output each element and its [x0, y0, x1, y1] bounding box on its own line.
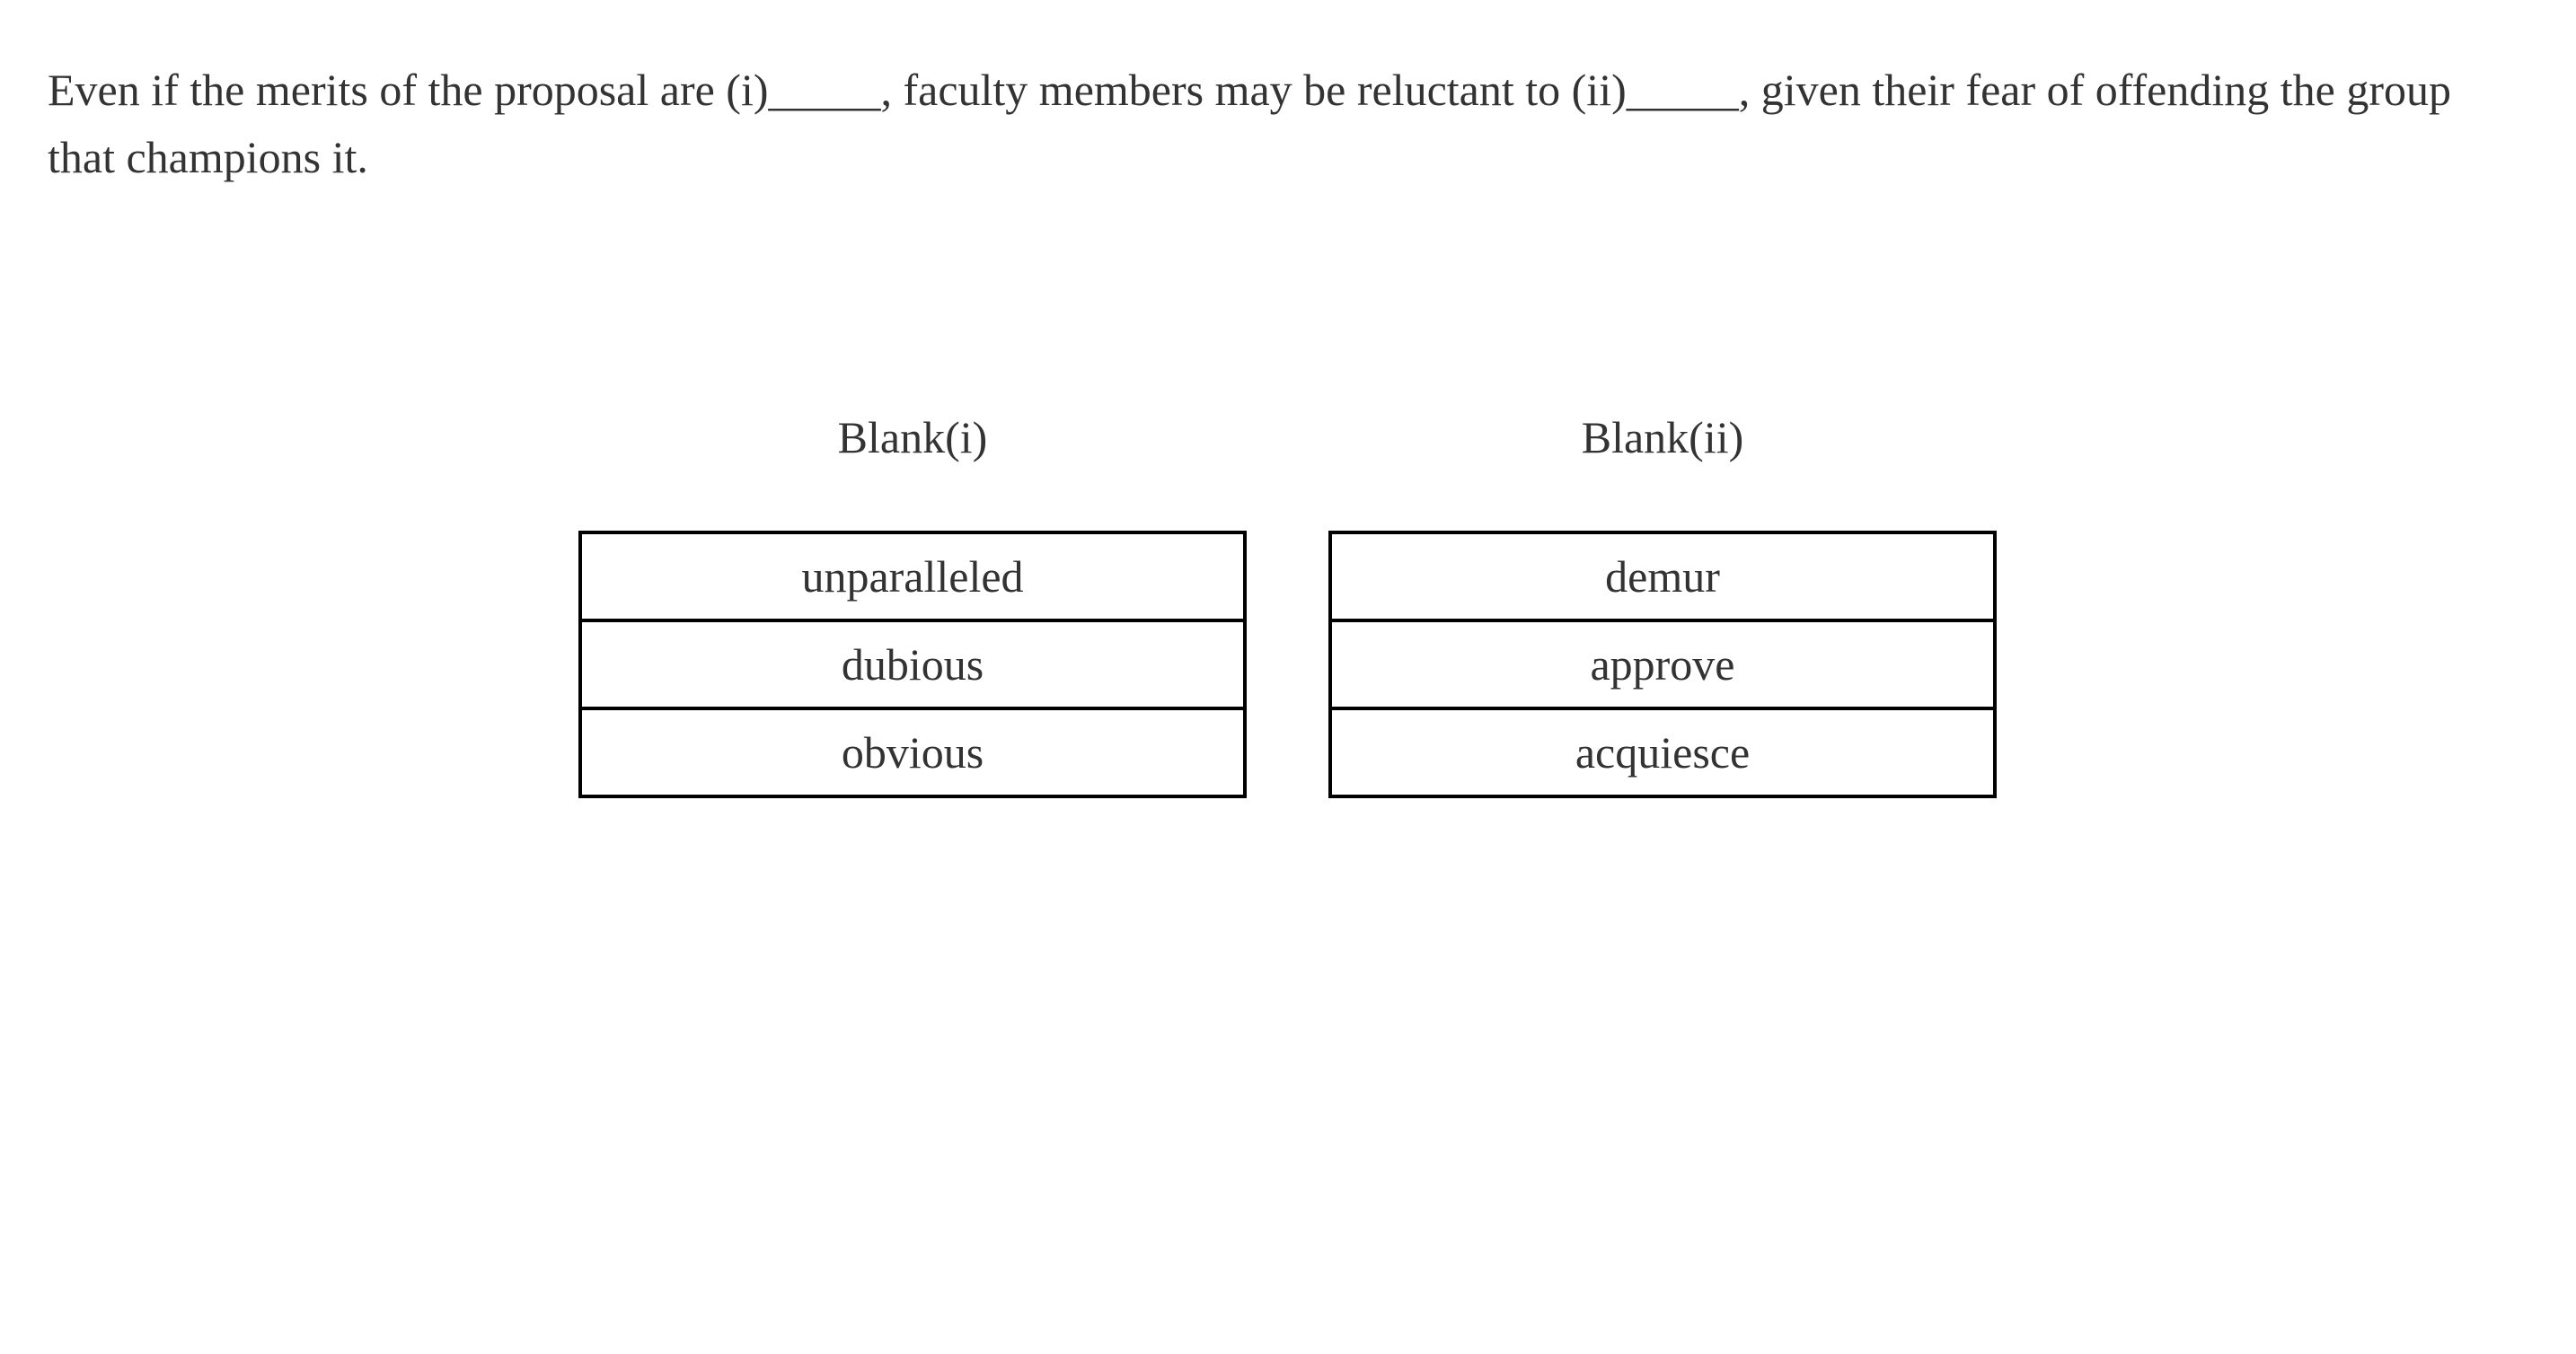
blank-ii-option-2[interactable]: approve: [1332, 622, 1993, 710]
blank-ii-option-3[interactable]: acquiesce: [1332, 710, 1993, 795]
blank-i-option-2[interactable]: dubious: [582, 622, 1243, 710]
blank-i-option-3[interactable]: obvious: [582, 710, 1243, 795]
blank-i-option-1[interactable]: unparalleled: [582, 534, 1243, 622]
blank-ii-options-table: demur approve acquiesce: [1328, 531, 1997, 798]
blank-i-options-table: unparalleled dubious obvious: [578, 531, 1247, 798]
blank-ii-label: Blank(ii): [1581, 412, 1744, 462]
blank-ii-column: Blank(ii) demur approve acquiesce: [1328, 410, 1997, 798]
blank-i-column: Blank(i) unparalleled dubious obvious: [578, 410, 1247, 798]
blank-ii-option-1[interactable]: demur: [1332, 534, 1993, 622]
blank-i-label: Blank(i): [837, 412, 988, 462]
question-text: Even if the merits of the proposal are (…: [48, 65, 2452, 182]
